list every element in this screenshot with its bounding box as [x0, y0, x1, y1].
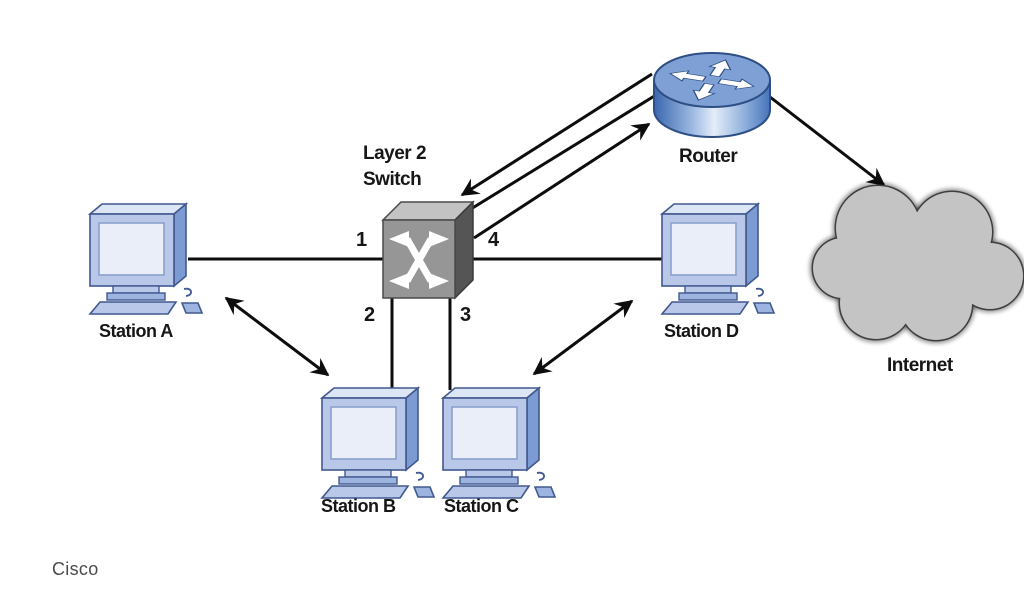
switch-port-2-label: 2 — [364, 304, 375, 326]
station-a-icon — [89, 203, 203, 315]
arrow-router-to-internet — [769, 95, 886, 187]
cisco-credit-text: Cisco — [52, 559, 99, 579]
arrow-router-to-switch — [460, 72, 653, 197]
router-label: Router — [679, 146, 738, 167]
station-c-icon — [442, 387, 556, 499]
switch-crossed-arrows-glyph — [389, 231, 449, 289]
router-arrows-glyph — [668, 59, 756, 101]
station-a-label: Station A — [99, 321, 173, 341]
switch-label: Layer 2 Switch — [363, 143, 427, 190]
switch-port-4-label: 4 — [488, 229, 499, 251]
station-b-icon — [321, 387, 435, 499]
link-lines — [188, 72, 886, 390]
internet-label: Internet — [887, 355, 953, 376]
arrow-stationA-stationB — [224, 296, 330, 377]
station-b-label: Station B — [321, 496, 396, 516]
internet-cloud-icon — [809, 182, 1024, 344]
switch-port-1-label: 1 — [356, 229, 367, 251]
link-switch-to-router — [465, 93, 657, 214]
router-icon — [653, 52, 771, 138]
station-d-label: Station D — [664, 321, 739, 341]
arrow-stationC-stationD — [532, 299, 634, 376]
station-c-label: Station C — [444, 496, 519, 516]
switch-port-3-label: 3 — [460, 304, 471, 326]
switch-icon — [381, 200, 475, 300]
station-d-icon — [661, 203, 775, 315]
arrow-switch-to-router — [473, 122, 651, 240]
